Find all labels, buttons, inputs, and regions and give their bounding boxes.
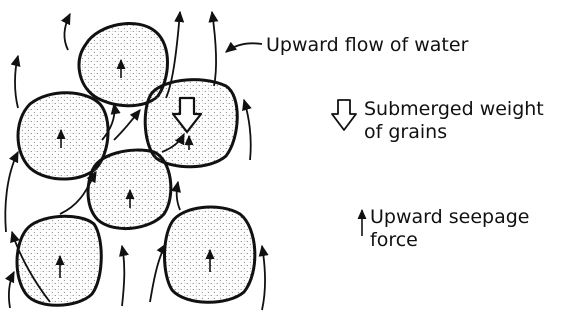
flow-arrow	[244, 100, 251, 160]
flow-arrow	[64, 14, 70, 50]
flow-arrow	[122, 246, 124, 306]
flow-arrow	[15, 56, 18, 108]
flow-arrow	[177, 182, 180, 210]
soil-grains	[17, 23, 255, 305]
flow-label: Upward flow of water	[266, 34, 468, 56]
flow-arrow	[212, 12, 216, 86]
seepage-label-line1: Upward seepage	[370, 206, 529, 228]
weight-label-line2: of grains	[364, 121, 447, 143]
legend-weight-symbol	[332, 100, 356, 130]
grain-center	[88, 150, 171, 229]
seepage-label-line2: force	[370, 229, 418, 251]
flow-arrow	[114, 110, 140, 140]
flow-arrow	[9, 272, 14, 308]
flow-arrow	[5, 152, 18, 232]
flow-arrow	[262, 246, 265, 310]
flow-label-pointer	[226, 43, 262, 52]
grain-bottom-left	[17, 216, 101, 305]
weight-label-line1: Submerged weight	[364, 98, 544, 120]
